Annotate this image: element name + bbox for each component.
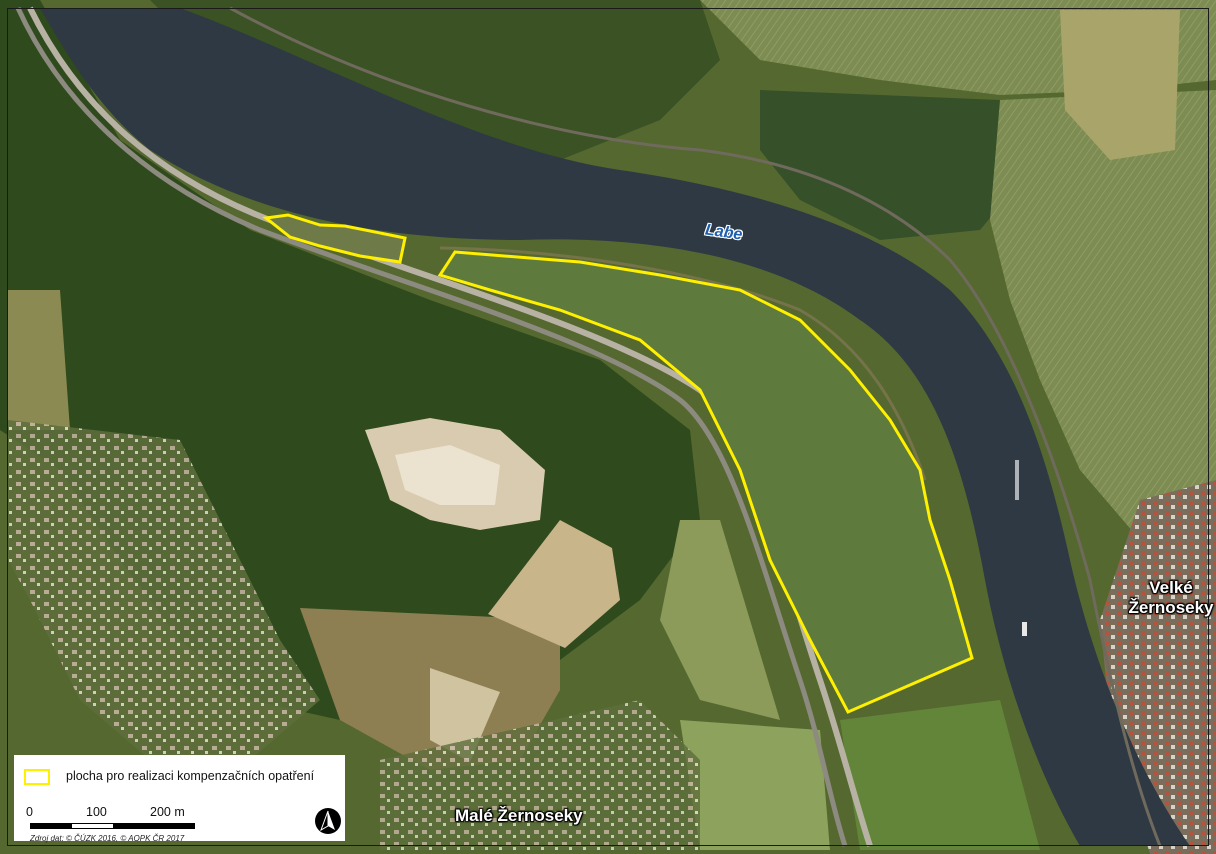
north-arrow-icon xyxy=(315,808,341,834)
legend-area-swatch xyxy=(24,769,50,785)
road-left xyxy=(27,6,873,847)
railway-right xyxy=(229,6,1162,847)
forest-right-upper xyxy=(760,90,1030,240)
boat xyxy=(1015,460,1019,500)
field-left xyxy=(8,290,70,430)
boat xyxy=(1022,622,1027,636)
scale-label-100: 100 xyxy=(86,805,107,819)
scale-bar-segment xyxy=(113,824,194,828)
village-left xyxy=(8,420,320,760)
quarry-inner xyxy=(395,445,500,505)
riverbank xyxy=(439,246,927,481)
field-bottom-2 xyxy=(680,720,830,850)
field-lower-3 xyxy=(430,668,500,762)
scale-label-200: 200 m xyxy=(150,805,185,819)
town-label-line: Žernoseky xyxy=(1128,598,1214,617)
river-labe xyxy=(40,8,1190,846)
field-road-side xyxy=(660,520,780,720)
data-source-credit: Zdroj dat: © ČÚZK 2016, © AOPK ČR 2017 xyxy=(30,834,185,843)
town-label-velke-zernoseky: Velké Žernoseky xyxy=(1123,578,1216,618)
village-bottom xyxy=(380,700,700,850)
scale-bar xyxy=(30,823,195,829)
town-label-line: Velké xyxy=(1149,578,1193,597)
railway-left xyxy=(15,6,848,847)
field-top-right xyxy=(1060,10,1180,160)
map-legend: plocha pro realizaci kompenzačních opatř… xyxy=(14,755,345,843)
scale-label-0: 0 xyxy=(26,805,33,819)
compensation-area-small xyxy=(262,213,407,264)
field-lower-2 xyxy=(488,520,620,648)
compensation-area-large xyxy=(437,250,974,714)
scale-bar-segment xyxy=(31,824,72,828)
vineyards-right xyxy=(990,90,1216,560)
town-label-male-zernoseky: Malé Žernoseky xyxy=(455,806,583,825)
legend-area-label: plocha pro realizaci kompenzačních opatř… xyxy=(66,769,315,783)
field-bottom xyxy=(840,700,1040,850)
